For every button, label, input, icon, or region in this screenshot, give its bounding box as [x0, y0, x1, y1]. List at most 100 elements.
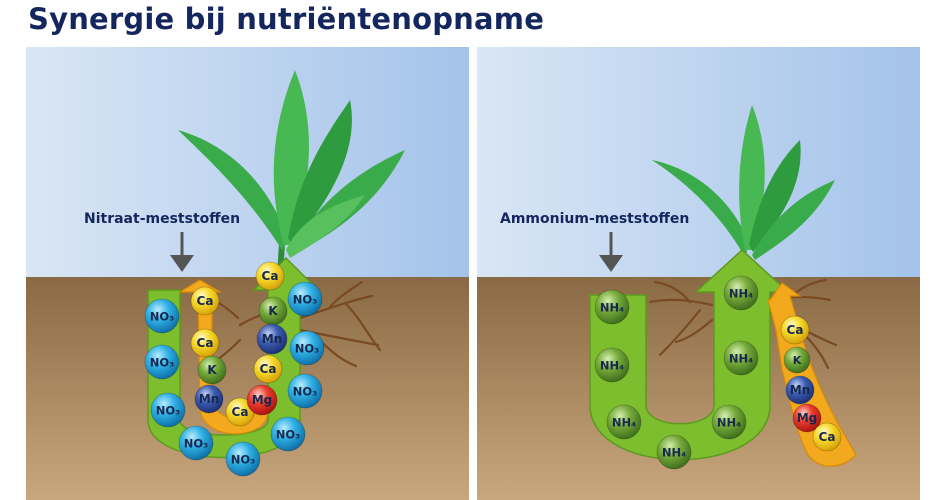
ion-ball [723, 340, 759, 376]
ion-k: K [783, 346, 811, 374]
ions-left: CaCaCaCaCaKKMnMnMgNO₃NO₃NO₃NO₃NO₃NO₃NO₃N… [144, 261, 325, 477]
ion-no3: NO₃ [289, 330, 325, 366]
ion-mg: Mg [246, 384, 278, 416]
ion-ball [144, 298, 180, 334]
ion-label: NH₄ [729, 287, 753, 301]
ion-label: Mg [797, 411, 818, 425]
ion-ball [723, 275, 759, 311]
ion-label: Ca [262, 269, 279, 283]
ion-ca: Ca [190, 328, 220, 358]
sky-left [26, 47, 469, 277]
ion-ball [144, 344, 180, 380]
panel-ammonium: Ammonium-meststoffen NH₄ NH₄ NH₄ NH₄ NH₄ NH₄ N… [477, 47, 920, 500]
ion-ball [711, 404, 747, 440]
ion-label: NO₃ [150, 356, 174, 370]
ion-ball [270, 416, 306, 452]
ion-ca: Ca [190, 286, 220, 316]
ion-label: K [793, 354, 802, 367]
ion-nh4: NH₄ [606, 404, 642, 440]
ion-no3: NO₃ [144, 344, 180, 380]
ion-label: Ca [787, 323, 804, 337]
sky-right [477, 47, 920, 277]
ion-ball [594, 347, 630, 383]
ion-label: Mn [262, 332, 282, 346]
ion-label: NH₄ [717, 416, 741, 430]
ion-nh4: NH₄ [656, 434, 692, 470]
ion-nh4: NH₄ [594, 347, 630, 383]
ion-no3: NO₃ [144, 298, 180, 334]
panel-label-ammonium: Ammonium-meststoffen [500, 211, 689, 227]
ion-label: NH₄ [729, 352, 753, 366]
ion-ball [194, 384, 224, 414]
ion-mn: Mn [785, 375, 815, 405]
ion-ball [197, 355, 227, 385]
ion-ball [256, 323, 288, 355]
ion-label: NO₃ [231, 453, 255, 467]
ion-label: NH₄ [600, 359, 624, 373]
ion-ball [780, 315, 810, 345]
ion-label: Ca [260, 362, 277, 376]
ion-k: K [197, 355, 227, 385]
arrow-down-icon [599, 232, 623, 272]
ion-ca: Ca [255, 261, 285, 291]
ion-ball [225, 441, 261, 477]
ion-label: NO₃ [295, 342, 319, 356]
ion-ball [178, 425, 214, 461]
ion-label: Ca [197, 336, 214, 350]
ion-nh4: NH₄ [723, 340, 759, 376]
ion-label: NO₃ [276, 428, 300, 442]
ion-label: Ca [197, 294, 214, 308]
ion-no3: NO₃ [287, 281, 323, 317]
ion-label: NO₃ [150, 310, 174, 324]
ion-ball [792, 403, 822, 433]
ion-mn: Mn [194, 384, 224, 414]
ion-k: K [258, 296, 288, 326]
ion-label: NH₄ [612, 416, 636, 430]
ion-ball [289, 330, 325, 366]
ion-label: Mn [790, 383, 810, 397]
ion-ball [150, 392, 186, 428]
ion-ball [812, 422, 842, 452]
ion-label: Mn [199, 392, 219, 406]
ion-label: NO₃ [293, 385, 317, 399]
ion-ball [783, 346, 811, 374]
panel-label-nitrate: Nitraat-meststoffen [84, 211, 240, 227]
ion-ca: Ca [812, 422, 842, 452]
ion-no3: NO₃ [270, 416, 306, 452]
ion-nh4: NH₄ [594, 289, 630, 325]
ion-ball [190, 328, 220, 358]
ion-ball [656, 434, 692, 470]
ion-ca: Ca [253, 354, 283, 384]
ion-label: NO₃ [184, 437, 208, 451]
ion-label: Ca [232, 405, 249, 419]
ion-ball [246, 384, 278, 416]
ion-label: Mg [252, 393, 273, 407]
arrow-down-icon [170, 232, 194, 272]
ion-nh4: NH₄ [711, 404, 747, 440]
ion-ball [606, 404, 642, 440]
page-title: Synergie bij nutriëntenopname [28, 2, 545, 36]
plant-left [178, 70, 405, 276]
ion-label: NO₃ [293, 293, 317, 307]
ion-no3: NO₃ [150, 392, 186, 428]
ion-ca: Ca [225, 397, 255, 427]
ion-label: NO₃ [156, 404, 180, 418]
panel-nitrate: Nitraat-meststoffen CaCaCaCaCaKKMnMnMgNO… [26, 47, 469, 500]
ion-ball [594, 289, 630, 325]
ion-no3: NO₃ [178, 425, 214, 461]
ion-ball [785, 375, 815, 405]
ion-ball [287, 373, 323, 409]
ion-no3: NO₃ [287, 373, 323, 409]
ion-ball [190, 286, 220, 316]
ion-ball [255, 261, 285, 291]
ion-label: K [207, 363, 217, 377]
ion-label: K [268, 304, 278, 318]
ion-ball [287, 281, 323, 317]
ion-nh4: NH₄ [723, 275, 759, 311]
ion-label: Ca [819, 430, 836, 444]
ion-label: NH₄ [662, 446, 686, 460]
ion-ca: Ca [780, 315, 810, 345]
ion-label: NH₄ [600, 301, 624, 315]
